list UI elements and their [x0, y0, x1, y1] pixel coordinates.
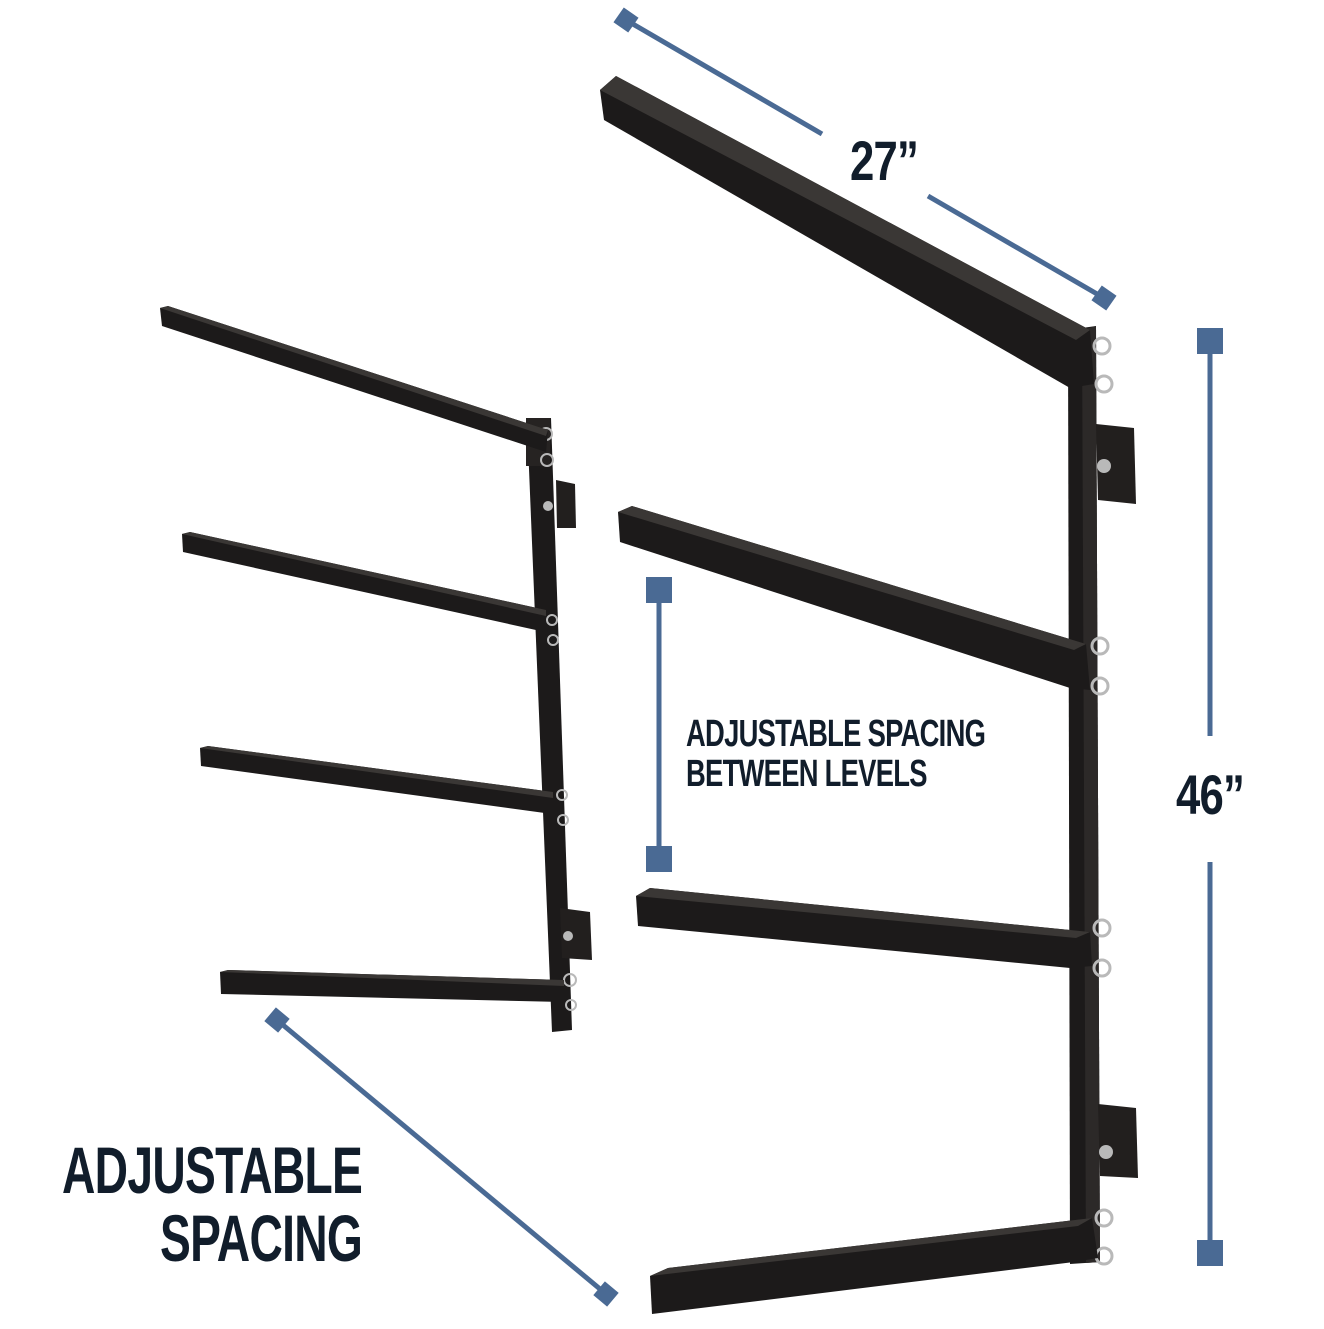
level-spacing-caption-line-1: ADJUSTABLE SPACING [686, 713, 986, 755]
left-rack-arm-3 [200, 746, 553, 814]
right-rack-arm-1 [600, 76, 1094, 388]
left-rack [160, 306, 592, 1032]
adjustable-spacing-caption: ADJUSTABLE SPACING [62, 1133, 363, 1275]
right-rack-upright [1068, 326, 1138, 1266]
right-rack [600, 76, 1138, 1314]
adjustable-spacing-caption-line-1: ADJUSTABLE [62, 1133, 363, 1207]
adjustable-spacing-caption-line-2: SPACING [159, 1201, 363, 1275]
level-spacing-caption: ADJUSTABLE SPACING BETWEEN LEVELS [686, 713, 986, 795]
width-dimension-label: 27” [850, 129, 919, 192]
width-dimension-line [613, 7, 1117, 311]
dimension-lines [264, 7, 1223, 1307]
height-dimension-label: 46” [1176, 763, 1245, 826]
left-rack-arm-2 [182, 532, 546, 632]
right-rack-arm-3 [636, 888, 1092, 968]
right-rack-arm-4 [650, 1218, 1098, 1314]
spacing-leader-line [264, 1007, 619, 1307]
level-spacing-caption-line-2: BETWEEN LEVELS [686, 753, 927, 795]
height-dimension-line [1197, 328, 1223, 1266]
left-rack-upright [526, 418, 592, 1032]
left-rack-arm-4 [220, 970, 564, 1002]
right-rack-arm-2 [618, 506, 1090, 690]
level-spacing-dimension-line [646, 577, 672, 872]
left-rack-arm-1 [160, 306, 548, 452]
